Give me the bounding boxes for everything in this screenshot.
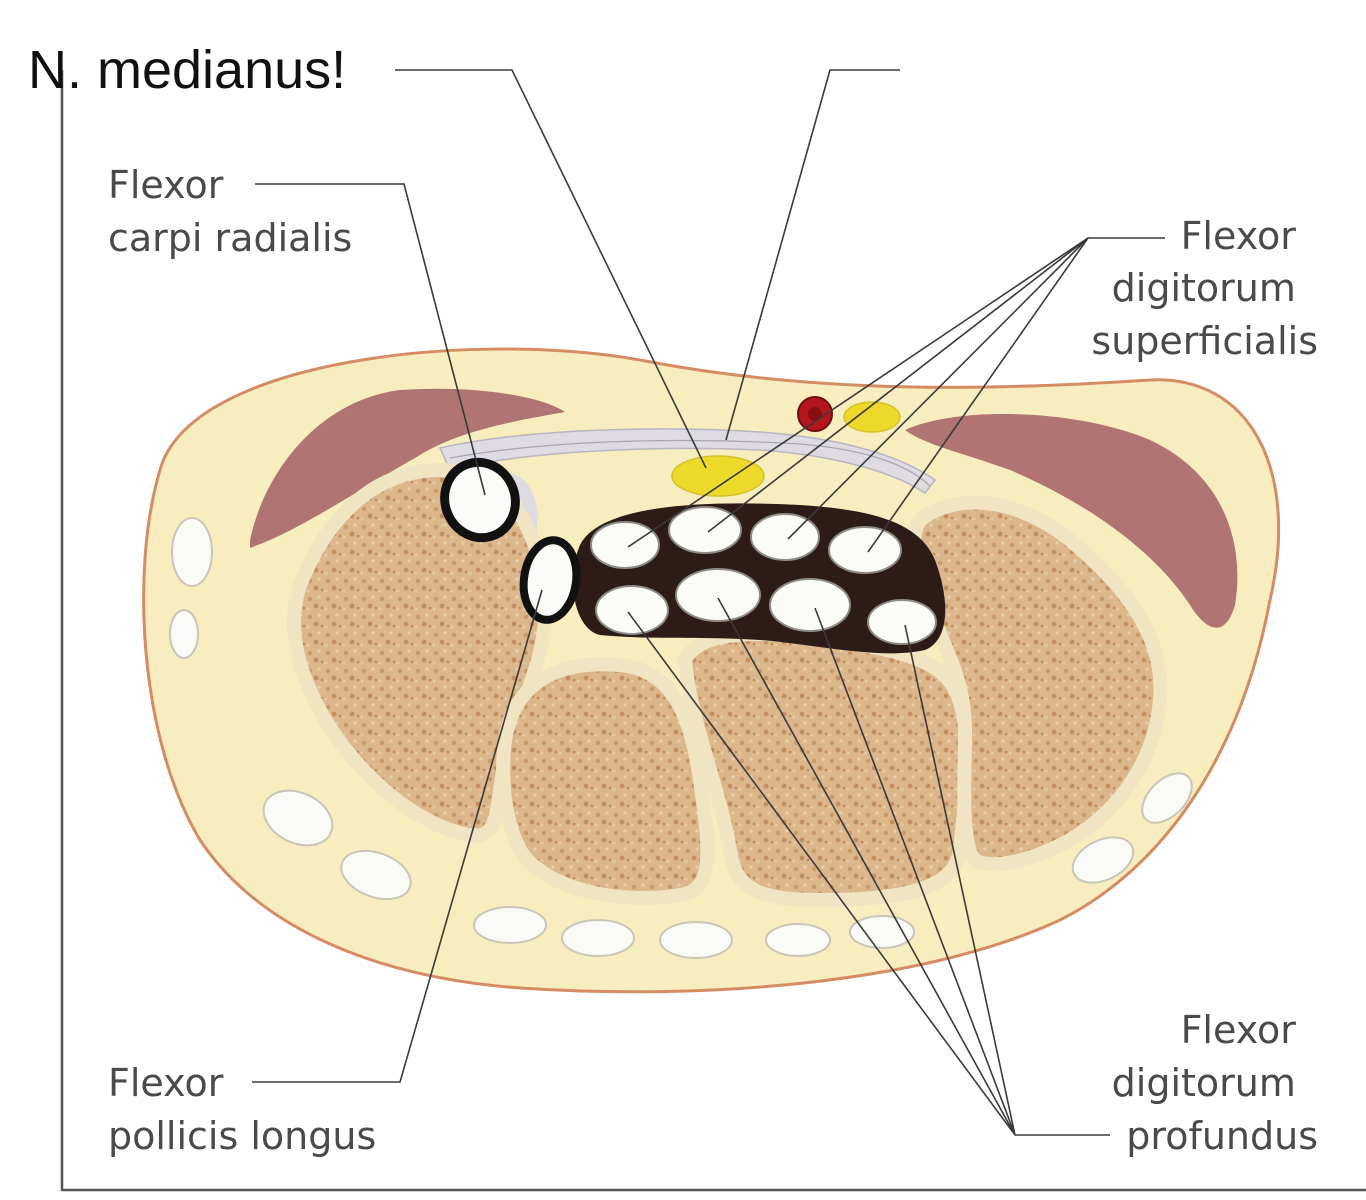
label-fds-line2: digitorum xyxy=(1112,266,1296,310)
carpal-bone-trapezoid xyxy=(496,657,715,905)
fpl-tendon xyxy=(519,536,581,624)
figure-frame xyxy=(60,70,1366,1192)
extensor-tendon xyxy=(561,919,635,957)
extensor-tendon xyxy=(169,609,199,659)
fdp-tendon-4 xyxy=(867,599,937,645)
artery-lumen xyxy=(808,407,822,421)
extensor-tendon xyxy=(171,517,213,587)
leader-line-fcr xyxy=(255,183,486,496)
fdp-tendon-2 xyxy=(675,568,761,622)
extensor-tendon xyxy=(1141,772,1193,824)
leader-line-fds xyxy=(627,237,1165,553)
fcr-tendon xyxy=(440,457,520,543)
extensor-tendon xyxy=(340,849,412,901)
carpal-bone-capitate xyxy=(677,627,974,908)
label-fcr-line2: carpi radialis xyxy=(108,216,352,260)
hypothenar-muscle xyxy=(905,413,1238,628)
label-fdp-line1: Flexor xyxy=(1181,1008,1297,1052)
extensor-tendon xyxy=(1071,836,1135,884)
extensor-tendon xyxy=(262,789,334,847)
label-fds: Flexor digitorum superficialis xyxy=(1091,214,1318,363)
label-fpl: Flexor pollicis longus xyxy=(108,1061,376,1158)
label-fdp: Flexor digitorum profundus xyxy=(1112,1008,1318,1158)
page-title: N. medianus! xyxy=(28,40,346,100)
retinaculum-fiber xyxy=(449,439,931,487)
fds-tendon-1 xyxy=(590,521,660,569)
label-fcr: Flexor carpi radialis xyxy=(108,163,352,260)
median-nerve xyxy=(671,455,765,497)
carpal-bone-hamate xyxy=(906,495,1168,872)
label-fpl-line2: pollicis longus xyxy=(108,1114,376,1158)
leader-line-title xyxy=(395,69,707,469)
fdp-tendon-1 xyxy=(595,585,669,635)
extensor-tendon xyxy=(765,923,831,957)
leader-line-fpl xyxy=(252,589,543,1083)
extensor-tendon xyxy=(659,921,733,959)
leader-line-fdp xyxy=(627,597,1110,1136)
label-fds-line1: Flexor xyxy=(1181,214,1297,258)
label-fcr-line1: Flexor xyxy=(108,163,224,207)
thenar-muscle xyxy=(250,388,565,548)
label-fds-line3: superficialis xyxy=(1091,319,1318,363)
label-fdp-line3: profundus xyxy=(1126,1114,1318,1158)
extensor-tendon xyxy=(473,906,547,944)
fds-tendon-4 xyxy=(828,526,902,574)
extensor-tendon xyxy=(849,915,915,949)
fds-tendon-2 xyxy=(668,506,742,554)
label-fdp-line2: digitorum xyxy=(1112,1061,1296,1105)
fdp-tendon-3 xyxy=(769,578,851,632)
leader-line-top xyxy=(725,69,900,441)
ulnar-nerve xyxy=(843,401,901,433)
fds-tendon-3 xyxy=(750,513,820,561)
label-fpl-line1: Flexor xyxy=(108,1061,224,1105)
